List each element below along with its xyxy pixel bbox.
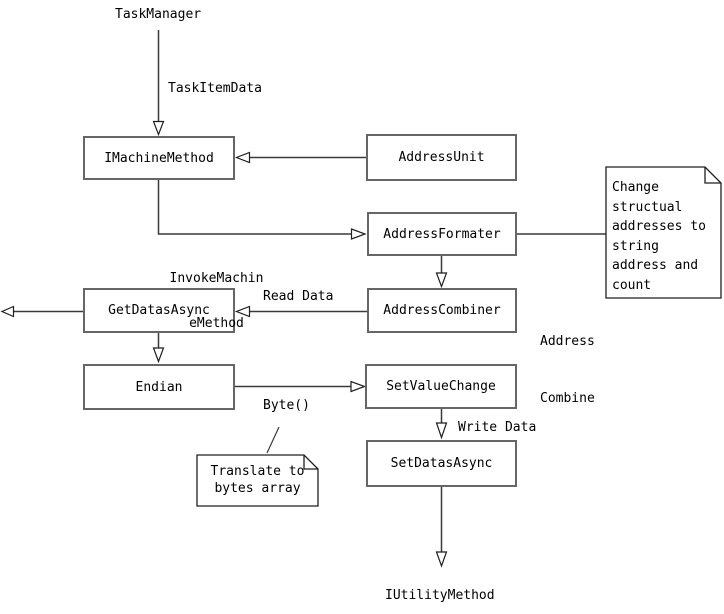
edge-setvaluechange-setdatasasync (435, 409, 448, 440)
node-iutilitymethod-label: IUtilityMethod (385, 588, 495, 603)
edge-addressformater-addresscombiner (435, 256, 448, 289)
box-imachinemethod: IMachineMethod (83, 136, 235, 180)
arrowhead-left-icon (0, 305, 15, 318)
note-change-addresses-text: Change structual addresses to string add… (612, 178, 718, 295)
note-line: count (612, 277, 652, 293)
note-shape-change-addresses (605, 166, 722, 299)
note-line: address and (612, 258, 699, 273)
edge-note-byte (266, 426, 280, 454)
edge-setdatasasync-iutilitymethod (435, 487, 448, 568)
box-setdatasasync: SetDatasAsync (366, 440, 517, 487)
edge-getdatasasync-endian (152, 333, 165, 364)
arrowhead-left-icon (234, 305, 251, 318)
edge-label-invokemachinemethod: InvokeMachin eMethod (158, 241, 275, 361)
note-shape-translate-bytes (196, 454, 319, 507)
edge-label-line: eMethod (189, 316, 244, 331)
edge-label-byte: Byte() (263, 398, 310, 413)
edge-addressunit-imachinemethod (234, 151, 366, 164)
note-line: addresses to (612, 219, 706, 234)
edge-endian-setvaluechange (235, 380, 367, 393)
edge-label-readdata: Read Data (263, 289, 334, 304)
note-fold-icon (704, 167, 721, 184)
arrowhead-down-icon (435, 272, 448, 289)
edge-label-line: InvokeMachin (169, 271, 264, 286)
arrowhead-down-icon (152, 120, 165, 137)
note-line: Translate to (210, 464, 305, 479)
edge-label-line: Combine (540, 391, 595, 406)
box-endian: Endian (83, 364, 235, 410)
edge-label-line: Address (540, 334, 595, 349)
note-line: string (612, 238, 659, 254)
arrowhead-right-icon (350, 380, 367, 393)
edge-taskmanager-imachinemethod (152, 30, 165, 137)
edge-getdatasasync-out-left (0, 305, 83, 318)
note-fold-icon (303, 455, 318, 470)
edge-addresscombiner-getdatasasync (234, 305, 367, 318)
edge-label-writedata: Write Data (458, 420, 537, 435)
box-addressunit: AddressUnit (366, 134, 517, 181)
box-setvaluechange: SetValueChange (365, 364, 517, 409)
arrowhead-down-icon (435, 422, 448, 440)
edge-imachinemethod-addressformater (157, 180, 367, 240)
note-line: structual (612, 199, 683, 215)
edge-label-addresscombine: Address Combine (540, 294, 595, 446)
arrowhead-down-icon (435, 551, 448, 568)
node-taskmanager-label: TaskManager (115, 7, 202, 22)
arrowhead-down-icon (152, 347, 165, 364)
box-addresscombiner: AddressCombiner (367, 288, 517, 333)
note-translate-bytes-text: Translate to bytes array (197, 463, 318, 497)
arrowhead-right-icon (350, 228, 367, 240)
note-line: bytes array (214, 481, 301, 496)
arrowhead-left-icon (234, 151, 251, 164)
note-line: Change (612, 180, 659, 195)
edge-label-taskitemdata: TaskItemData (168, 81, 262, 96)
box-addressformater: AddressFormater (367, 212, 517, 256)
box-getdatasasync: GetDatasAsync (83, 288, 235, 333)
